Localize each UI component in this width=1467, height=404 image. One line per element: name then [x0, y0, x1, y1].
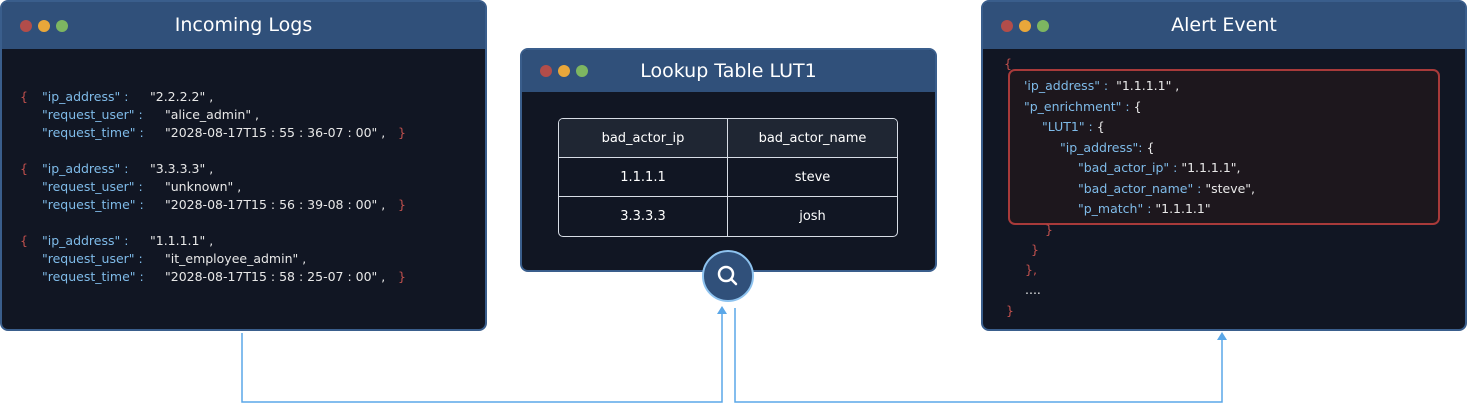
column-header: bad_actor_ip — [559, 119, 728, 158]
close-brace-icon: } — [398, 125, 406, 140]
alert-value: { — [1092, 119, 1105, 134]
alert-line: "p_match" : "1.1.1.1" — [1078, 201, 1211, 216]
table-cell: 1.1.1.1 — [559, 158, 728, 197]
maximize-dot-icon — [1037, 19, 1049, 32]
open-brace-icon: { — [20, 161, 28, 176]
search-icon — [717, 265, 738, 286]
table-cell: josh — [799, 209, 826, 224]
arrowhead — [1217, 332, 1227, 340]
alert-value: "1.1.1.1", — [1177, 160, 1241, 175]
window-controls — [540, 65, 588, 77]
alert-key: "p_match" : — [1078, 201, 1152, 216]
close-dot-icon — [20, 19, 32, 32]
maximize-dot-icon — [576, 65, 588, 77]
window-header: Incoming Logs — [2, 2, 485, 49]
close-brace-icon: } — [398, 269, 406, 284]
alert-line: "LUT1" : { — [1042, 119, 1105, 134]
window-title: Alert Event — [1171, 14, 1277, 36]
log-key: "request_user" : — [42, 107, 143, 122]
search-button[interactable] — [702, 250, 754, 302]
minimize-dot-icon — [558, 65, 570, 77]
enrichment-highlight — [1008, 69, 1440, 225]
table-cell: steve — [728, 158, 897, 197]
close-brace-icon: } — [398, 197, 406, 212]
table-row: 3.3.3.3 josh — [559, 197, 897, 236]
minimize-dot-icon — [38, 19, 50, 32]
log-key: "ip_address" : — [42, 233, 129, 248]
log-key: "ip_address" : — [42, 161, 129, 176]
alert-line: "p_enrichment" : { — [1024, 99, 1142, 114]
log-value: "alice_admin" , — [165, 107, 260, 122]
log-key: "request_time" : — [42, 125, 144, 140]
alert-value: { — [1142, 139, 1155, 155]
alert-line: "bad_actor_name" : "steve", — [1078, 181, 1255, 196]
window-controls — [1001, 19, 1049, 32]
alert-value: "1.1.1.1" , — [1108, 78, 1180, 93]
incoming-logs-window: Incoming Logs — [0, 0, 487, 331]
alert-key: "bad_actor_ip" : — [1078, 160, 1178, 175]
window-header: Alert Event — [983, 2, 1465, 49]
log-value: "2028-08-17T15 : 58 : 25-07 : 00" , — [165, 269, 386, 284]
log-key: "request_time" : — [42, 197, 144, 212]
alert-value: "1.1.1.1" — [1151, 201, 1211, 216]
open-brace-icon: { — [20, 233, 28, 248]
minimize-dot-icon — [1019, 19, 1031, 32]
window-header: Lookup Table LUT1 — [522, 50, 935, 92]
close-brace-icon: } — [1006, 303, 1014, 318]
alert-key: "bad_actor_name" : — [1078, 180, 1202, 196]
table-cell: 3.3.3.3 — [559, 197, 728, 236]
log-value: "it_employee_admin" , — [165, 251, 307, 266]
close-brace-icon: } — [1045, 222, 1053, 237]
open-brace-icon: { — [1004, 56, 1012, 71]
alert-line: "bad_actor_ip" : "1.1.1.1", — [1078, 160, 1241, 175]
logs-to-lookup-arrow — [241, 312, 723, 403]
alert-key: "LUT1" : — [1042, 119, 1093, 134]
window-title: Incoming Logs — [174, 14, 313, 36]
close-dot-icon — [1001, 19, 1013, 32]
alert-value: "steve", — [1201, 180, 1256, 196]
log-key: "ip_address" : — [42, 89, 129, 104]
alert-key: 'ip_address" : — [1024, 78, 1109, 93]
alert-key: "p_enrichment" : — [1024, 98, 1130, 114]
log-value: "unknown" , — [165, 179, 242, 194]
log-value: "2028-08-17T15 : 55 : 36-07 : 00" , — [165, 125, 386, 140]
alert-key: "ip_address": — [1060, 139, 1143, 155]
window-title: Lookup Table LUT1 — [640, 60, 817, 82]
log-key: "request_user" : — [42, 251, 143, 266]
log-value: "2.2.2.2" , — [150, 89, 214, 104]
alert-value: { — [1129, 98, 1142, 114]
alert-line: "ip_address": { — [1060, 140, 1154, 155]
arrowhead — [717, 306, 727, 314]
window-controls — [20, 19, 68, 32]
log-key: "request_time" : — [42, 269, 144, 284]
log-value: "2028-08-17T15 : 56 : 39-08 : 00" , — [165, 197, 386, 212]
maximize-dot-icon — [56, 19, 68, 32]
lookup-to-alert-arrow — [734, 308, 1223, 403]
column-header: bad_actor_name — [728, 119, 897, 158]
close-brace-icon: }, — [1025, 262, 1037, 277]
log-value: "1.1.1.1" , — [150, 233, 214, 248]
open-brace-icon: { — [20, 89, 28, 104]
close-brace-icon: } — [1031, 242, 1039, 257]
close-dot-icon — [540, 65, 552, 77]
alert-line: 'ip_address" : "1.1.1.1" , — [1024, 78, 1179, 93]
ellipsis: .... — [1025, 282, 1041, 297]
log-value: "3.3.3.3" , — [150, 161, 214, 176]
log-key: "request_user" : — [42, 179, 143, 194]
